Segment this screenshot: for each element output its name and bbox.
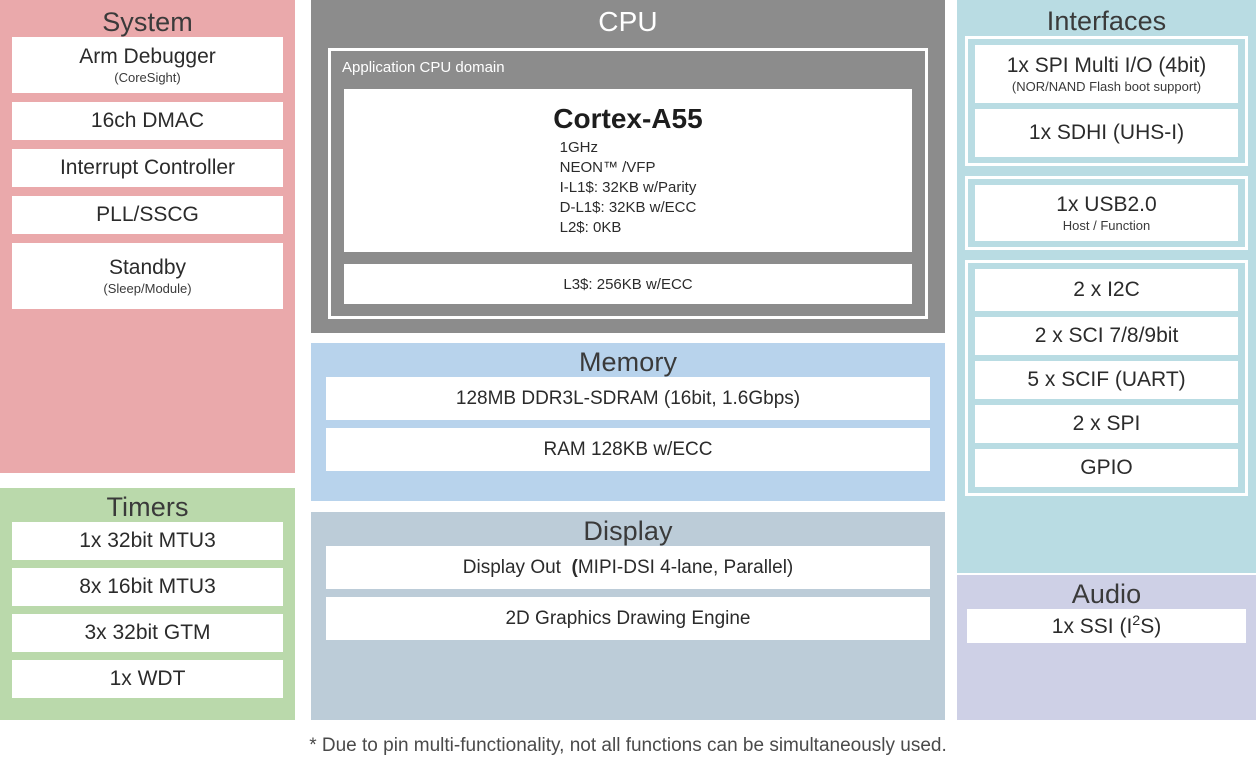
feature-item-label: GPIO (1080, 455, 1133, 479)
feature-item: Standby(Sleep/Module) (12, 243, 283, 310)
feature-item-label: 2 x I2C (1073, 277, 1140, 301)
audio-item-list: 1x SSI (I2S) (957, 609, 1256, 644)
interfaces-panel-title: Interfaces (1046, 6, 1167, 36)
feature-item-label: 2 x SPI (1072, 411, 1141, 435)
feature-item-label: 1x WDT (109, 666, 186, 690)
interfaces-group-list: 1x SPI Multi I/O (4bit)(NOR/NAND Flash b… (957, 36, 1256, 497)
system-item-list: Arm Debugger(CoreSight) 16ch DMAC Interrup… (0, 37, 295, 310)
feature-item-label: 1x SDHI (UHS-I) (1028, 120, 1185, 144)
feature-item-label: Standby (108, 256, 187, 280)
feature-item-label: 2 x SCI 7/8/9bit (1034, 323, 1179, 347)
feature-item-label: 3x 32bit GTM (84, 620, 211, 644)
feature-item: 3x 32bit GTM (12, 614, 283, 653)
feature-item-label: 1x 32bit MTU3 (79, 528, 216, 552)
application-cpu-domain-label: Application CPU domain (342, 59, 505, 76)
feature-item: 2 x SPI (975, 405, 1238, 444)
feature-item: GPIO (975, 449, 1238, 488)
feature-item-sublabel: (Sleep/Module) (103, 280, 192, 296)
system-panel: System Arm Debugger(CoreSight) 16ch DMAC I… (0, 0, 295, 473)
feature-item-sublabel: (NOR/NAND Flash boot support) (1011, 78, 1202, 94)
feature-item-label: 1x SPI Multi I/O (4bit) (1006, 54, 1207, 78)
feature-item: Interrupt Controller (12, 149, 283, 188)
cpu-panel: CPU Application CPU domain Cortex-A55 1G… (311, 0, 945, 333)
cpu-panel-title: CPU (598, 6, 658, 37)
memory-item-list: 128MB DDR3L-SDRAM (16bit, 1.6Gbps) RAM 12… (311, 377, 945, 472)
core-spec-line: D-L1$: 32KB w/ECC (559, 198, 697, 216)
feature-item: 5 x SCIF (UART) (975, 361, 1238, 400)
interfaces-group: 2 x I2C 2 x SCI 7/8/9bit 5 x SCIF (UART) 2 … (965, 260, 1248, 497)
feature-item-label: Interrupt Controller (59, 155, 236, 179)
feature-item: 2 x I2C (975, 269, 1238, 312)
feature-item-sublabel: (CoreSight) (114, 69, 181, 85)
interfaces-group: 1x SPI Multi I/O (4bit)(NOR/NAND Flash b… (965, 36, 1248, 167)
audio-panel-title: Audio (1071, 579, 1142, 609)
feature-item: 1x WDT (12, 660, 283, 699)
core-spec-line: 1GHz (559, 139, 598, 157)
timers-panel-title: Timers (106, 492, 189, 522)
superscript-two: 2 (1132, 612, 1141, 629)
feature-item-label: 16ch DMAC (90, 108, 205, 132)
core-spec-line: L2$: 0KB (559, 218, 622, 236)
feature-item: 16ch DMAC (12, 102, 283, 141)
memory-panel: Memory 128MB DDR3L-SDRAM (16bit, 1.6Gbps… (311, 343, 945, 501)
feature-item: RAM 128KB w/ECC (326, 428, 930, 472)
l3-cache-box: L3$: 256KB w/ECC (344, 264, 912, 304)
feature-item-sublabel: Host / Function (1062, 217, 1151, 233)
feature-item-label: 5 x SCIF (UART) (1027, 367, 1186, 391)
feature-item-label: 8x 16bit MTU3 (79, 574, 216, 598)
audio-panel: Audio 1x SSI (I2S) (957, 575, 1256, 720)
display-panel-title: Display (583, 516, 673, 546)
display-panel: Display Display Out (MIPI-DSI 4-lane, Pa… (311, 512, 945, 720)
core-name-label: Cortex-A55 (553, 103, 703, 134)
feature-item-label: Arm Debugger (79, 45, 216, 69)
feature-item: 1x SPI Multi I/O (4bit)(NOR/NAND Flash b… (975, 45, 1238, 104)
display-item-list: Display Out (MIPI-DSI 4-lane, Parallel) 2… (311, 546, 945, 641)
core-spec-line: I-L1$: 32KB w/Parity (559, 178, 697, 196)
timers-panel: Timers 1x 32bit MTU3 8x 16bit MTU3 3x 32bi… (0, 488, 295, 720)
feature-item-label: 1x USB2.0 (1056, 193, 1157, 217)
feature-item: 1x 32bit MTU3 (12, 522, 283, 561)
feature-item: PLL/SSCG (12, 196, 283, 235)
footnote-text: * Due to pin multi-functionality, not al… (309, 735, 947, 756)
feature-item: 2D Graphics Drawing Engine (326, 597, 930, 641)
feature-item: 1x SSI (I2S) (967, 609, 1246, 644)
feature-item-label: 128MB DDR3L-SDRAM (16bit, 1.6Gbps) (455, 387, 801, 409)
feature-item: Display Out (MIPI-DSI 4-lane, Parallel) (326, 546, 930, 590)
feature-item: Arm Debugger(CoreSight) (12, 37, 283, 94)
feature-item: 1x SDHI (UHS-I) (975, 109, 1238, 158)
feature-item-label: 2D Graphics Drawing Engine (505, 607, 751, 629)
interfaces-panel: Interfaces 1x SPI Multi I/O (4bit)(NOR/N… (957, 0, 1256, 573)
timers-item-list: 1x 32bit MTU3 8x 16bit MTU3 3x 32bit GTM 1x… (0, 522, 295, 699)
feature-item: 128MB DDR3L-SDRAM (16bit, 1.6Gbps) (326, 377, 930, 421)
memory-panel-title: Memory (578, 347, 678, 377)
system-panel-title: System (102, 7, 193, 37)
feature-item-label: RAM 128KB w/ECC (543, 438, 713, 460)
core-spec-line: NEON™ /VFP (559, 158, 656, 176)
feature-item-label: PLL/SSCG (96, 202, 199, 226)
feature-item: 8x 16bit MTU3 (12, 568, 283, 607)
feature-item: 2 x SCI 7/8/9bit (975, 317, 1238, 356)
feature-item-label: 1x SSI (I2S) (1051, 612, 1162, 638)
feature-item-label: Display Out (MIPI-DSI 4-lane, Parallel) (462, 556, 794, 578)
